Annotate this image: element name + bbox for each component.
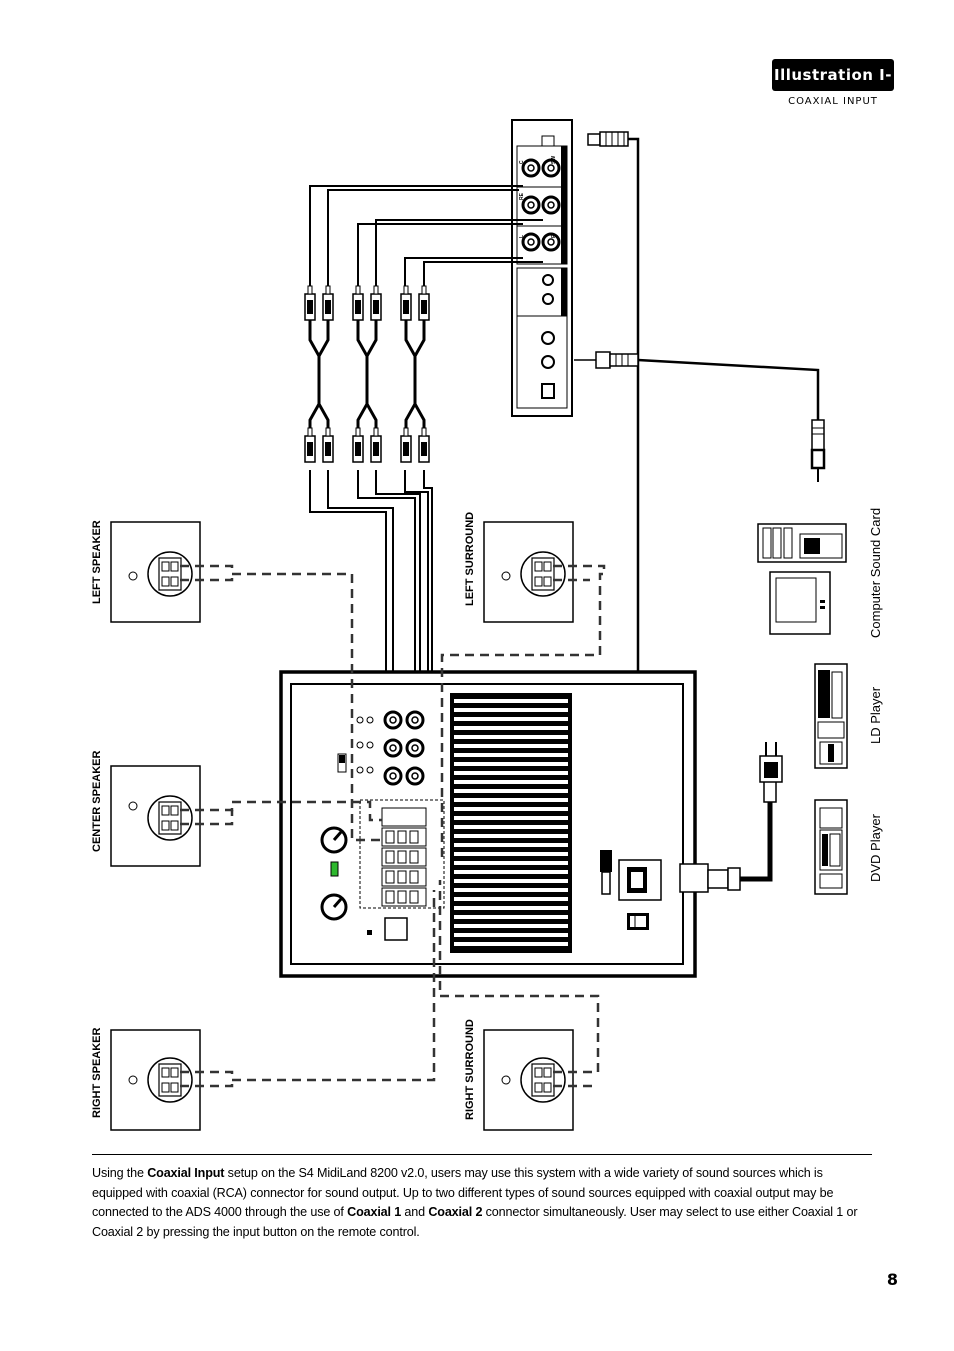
label-dvd-player: DVD Player [868, 813, 883, 882]
svg-text:L: L [519, 235, 525, 238]
desc-bold-coaxial-1: Coaxial 1 [347, 1205, 402, 1219]
receiver-box: C SW RE L R [511, 119, 573, 417]
label-center-speaker: CENTER SPEAKER [91, 750, 103, 852]
svg-text:R: R [551, 234, 557, 238]
label-computer-sound-card: Computer Sound Card [868, 508, 883, 638]
dc-plug [587, 131, 640, 850]
speaker-center [110, 765, 201, 867]
svg-text:RE: RE [519, 192, 525, 200]
desc-text-1: Using the [92, 1166, 148, 1180]
rca-cables [304, 286, 429, 462]
speaker-left [110, 521, 201, 623]
ld-player-icon [814, 663, 848, 769]
desc-text-3: and [401, 1205, 429, 1219]
desc-text-2: setup on the S4 MidiLand 8200 v2.0, user… [92, 1166, 834, 1219]
speaker-wires [180, 564, 606, 1088]
computer-icon [757, 523, 847, 635]
desc-bold-coaxial-2: Coaxial 2 [428, 1205, 483, 1219]
desc-bold-coaxial-input: Coaxial Input [147, 1166, 225, 1180]
illustration-title: Illustration I-3 [772, 59, 894, 116]
description-paragraph: Using the Coaxial Input setup on the S4 … [92, 1164, 872, 1242]
dvd-player-icon [814, 799, 848, 895]
speaker-right [110, 1029, 201, 1131]
speaker-left-surround [483, 521, 574, 623]
illustration-subtitle: COAXIAL INPUT [788, 96, 878, 107]
svg-text:C: C [519, 160, 525, 164]
label-right-surround: RIGHT SURROUND [464, 1019, 476, 1120]
page-number: 8 [886, 1270, 898, 1289]
subwoofer-amplifier [279, 670, 783, 978]
divider [92, 1154, 872, 1155]
label-left-surround: LEFT SURROUND [464, 512, 476, 606]
speaker-right-surround [483, 1029, 574, 1131]
label-ld-player: LD Player [868, 686, 883, 744]
desc-text-4: connector simultaneously. User may selec… [92, 1205, 858, 1239]
rca-wires [309, 185, 543, 286]
label-right-speaker: RIGHT SPEAKER [91, 1027, 103, 1118]
svg-text:SW: SW [551, 156, 557, 164]
label-left-speaker: LEFT SPEAKER [91, 520, 103, 604]
wires-to-amp [309, 470, 433, 775]
coax-cable [574, 351, 826, 482]
